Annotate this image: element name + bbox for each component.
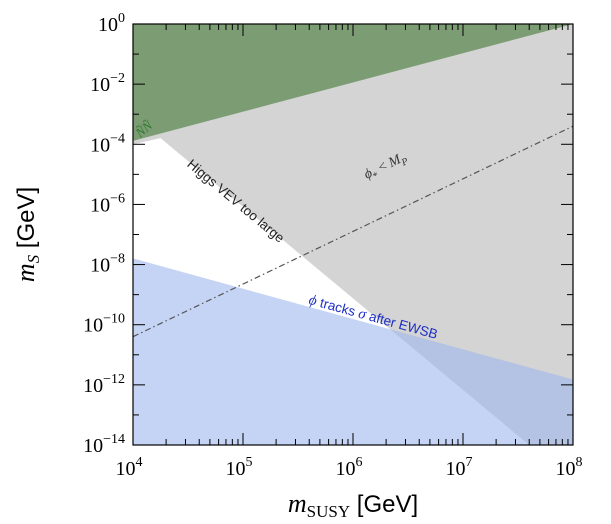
y-tick-exp: −10 [103, 312, 125, 327]
x-axis-label: mSUSY [GeV] [288, 489, 418, 521]
x-tick-base: 10 [226, 458, 246, 480]
x-tick-label: 106 [336, 455, 363, 480]
y-axis-var: m [11, 263, 40, 282]
y-tick-base: 10 [90, 194, 110, 216]
x-tick-base: 10 [336, 458, 356, 480]
y-tick-exp: −2 [110, 71, 125, 86]
x-axis-sub: SUSY [307, 502, 350, 521]
phi-star-sub: * [371, 170, 380, 182]
x-tick-exp: 5 [246, 455, 253, 470]
less-than: < [373, 157, 393, 177]
y-tick-exp: −4 [110, 131, 125, 146]
y-tick-label: 10−6 [90, 191, 125, 216]
ticks-layer [132, 23, 574, 446]
y-tick-label: 10−4 [90, 131, 125, 156]
x-tick-label: 108 [556, 455, 583, 480]
y-axis-sub: S [24, 254, 43, 263]
y-tick-base: 10 [98, 14, 118, 36]
phi-tracks-region [133, 258, 573, 445]
y-tick-base: 10 [90, 74, 110, 96]
x-tick-exp: 4 [136, 455, 143, 470]
y-tick-base: 10 [90, 255, 110, 277]
higgs-vev-region [133, 24, 573, 445]
y-tick-label: 10−14 [83, 432, 125, 457]
y-tick-label: 10−10 [83, 312, 125, 337]
x-tick-base: 10 [556, 458, 576, 480]
phi-symbol: ϕ [307, 292, 319, 310]
y-tick-label: 10−2 [90, 71, 125, 96]
x-axis-unit: [GeV] [350, 491, 418, 518]
x-tick-base: 10 [116, 458, 136, 480]
y-tick-base: 10 [83, 375, 103, 397]
regions-layer [133, 24, 573, 445]
x-tick-label: 107 [446, 455, 473, 480]
x-tick-exp: 6 [356, 455, 363, 470]
y-axis-unit: [GeV] [13, 187, 40, 255]
y-tick-label: 100 [98, 11, 125, 36]
y-tick-exp: −12 [103, 372, 125, 387]
y-tick-base: 10 [83, 315, 103, 337]
x-tick-label: 104 [116, 455, 143, 480]
mp-sub: P [399, 156, 410, 169]
phi-mp-label: ϕ* < MP [362, 150, 410, 186]
y-tick-exp: −14 [103, 432, 125, 447]
y-axis-label: mS [GeV] [11, 187, 43, 282]
phi-mp-line [133, 125, 573, 338]
x-tick-base: 10 [446, 458, 466, 480]
y-tick-base: 10 [83, 435, 103, 457]
y-tick-exp: −6 [110, 191, 125, 206]
nn-region [133, 24, 573, 141]
x-axis-var: m [288, 489, 307, 518]
lines-layer [133, 125, 573, 338]
y-tick-base: 10 [90, 134, 110, 156]
x-tick-exp: 7 [466, 455, 473, 470]
y-tick-exp: 0 [118, 11, 125, 26]
x-tick-label: 105 [226, 455, 253, 480]
sigma-symbol: σ [356, 306, 368, 324]
y-tick-label: 10−8 [90, 252, 125, 277]
y-tick-label: 10−12 [83, 372, 125, 397]
y-tick-exp: −8 [110, 252, 125, 267]
x-tick-exp: 8 [576, 455, 583, 470]
